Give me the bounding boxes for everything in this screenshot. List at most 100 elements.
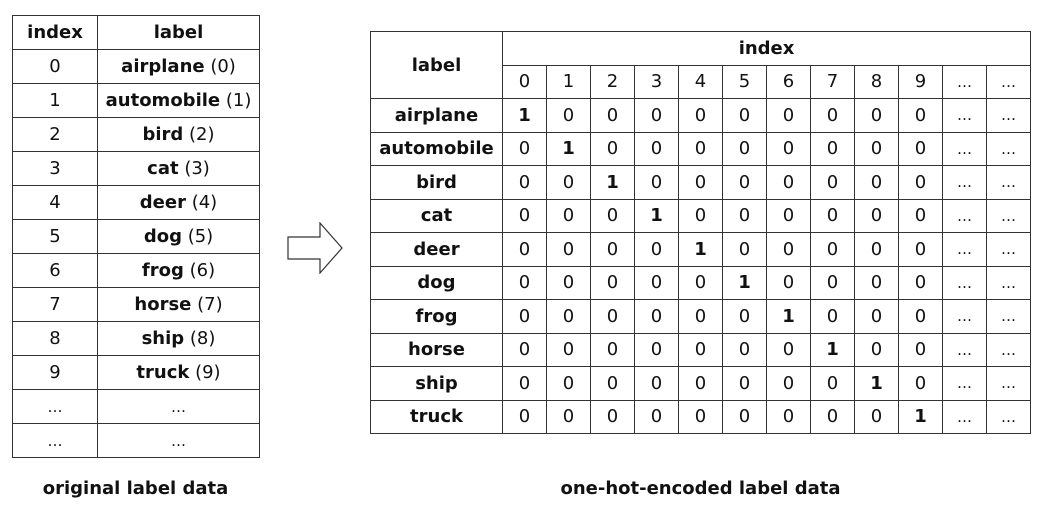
encoding-cell: …	[942, 232, 987, 267]
encoding-cell: 0	[810, 366, 855, 401]
encoding-cell: 0	[678, 165, 723, 200]
encoding-cell: 0	[810, 131, 855, 166]
index-cell: 9	[12, 355, 98, 390]
encoding-cell: …	[942, 98, 987, 133]
index-cell: 0	[12, 49, 98, 84]
encoding-cell: 0	[810, 232, 855, 267]
label-number: (6)	[189, 260, 216, 281]
encoding-cell: 0	[546, 265, 591, 300]
encoding-cell: 0	[766, 98, 811, 133]
index-number-cell: 9	[898, 64, 943, 99]
encoding-cell: 0	[590, 399, 635, 434]
label-cell: bird (2)	[97, 117, 260, 152]
encoding-cell: …	[942, 198, 987, 233]
encoding-cell: 0	[546, 332, 591, 367]
index-cell: 4	[12, 185, 98, 220]
index-number-cell: 5	[722, 64, 767, 99]
row-label-cell: dog	[370, 265, 503, 300]
label-name: bird	[142, 124, 184, 145]
index-cell: 6	[12, 253, 98, 288]
label-cell: …	[97, 423, 260, 458]
row-label-cell: deer	[370, 232, 503, 267]
encoding-cell: 0	[766, 165, 811, 200]
label-number: (4)	[191, 192, 218, 213]
row-label-cell: frog	[370, 299, 503, 334]
encoding-cell: 0	[634, 265, 679, 300]
label-number: (5)	[187, 226, 214, 247]
encoding-cell: 1	[634, 198, 679, 233]
encoding-cell: 0	[678, 131, 723, 166]
label-name: frog	[141, 260, 184, 281]
encoding-cell: 0	[898, 165, 943, 200]
one-hot-caption: one-hot-encoded label data	[560, 478, 841, 499]
encoding-cell: 1	[546, 131, 591, 166]
encoding-cell: 0	[634, 366, 679, 401]
encoding-cell: 0	[810, 299, 855, 334]
encoding-cell: 0	[766, 399, 811, 434]
encoding-cell: 0	[502, 232, 547, 267]
label-cell: deer (4)	[97, 185, 260, 220]
encoding-cell: …	[985, 131, 1032, 166]
label-cell: ship (8)	[97, 321, 260, 356]
encoding-cell: 0	[766, 366, 811, 401]
encoding-cell: 0	[854, 232, 899, 267]
encoding-cell: 0	[898, 299, 943, 334]
encoding-cell: …	[942, 165, 987, 200]
encoding-cell: …	[985, 299, 1032, 334]
encoding-cell: 0	[810, 98, 855, 133]
encoding-cell: …	[985, 98, 1032, 133]
index-number-cell: 0	[502, 64, 547, 99]
encoding-cell: …	[942, 131, 987, 166]
encoding-cell: 0	[634, 332, 679, 367]
encoding-cell: …	[942, 299, 987, 334]
index-number-cell: 7	[810, 64, 855, 99]
label-number: (7)	[197, 294, 223, 315]
encoding-cell: 0	[678, 198, 723, 233]
label-name: …	[171, 398, 186, 416]
encoding-cell: 0	[546, 399, 591, 434]
table-row: 6 frog (6)	[12, 253, 260, 288]
encoding-cell: …	[985, 399, 1032, 434]
label-name: horse	[134, 294, 192, 315]
index-header: index	[12, 15, 98, 50]
encoding-cell: 0	[678, 265, 723, 300]
row-label-cell: airplane	[370, 98, 503, 133]
encoding-cell: 0	[722, 299, 767, 334]
encoding-cell: 1	[678, 232, 723, 267]
encoding-cell: 1	[766, 299, 811, 334]
encoding-cell: 0	[634, 399, 679, 434]
encoding-cell: 1	[590, 165, 635, 200]
label-cell: …	[97, 389, 260, 424]
label-name: cat	[147, 158, 179, 179]
encoding-cell: 0	[722, 232, 767, 267]
row-label-cell: truck	[370, 399, 503, 434]
encoding-cell: 0	[546, 232, 591, 267]
encoding-cell: 0	[678, 98, 723, 133]
encoding-cell: 1	[502, 98, 547, 133]
encoding-cell: …	[942, 265, 987, 300]
encoding-cell: 0	[590, 131, 635, 166]
index-cell: 8	[12, 321, 98, 356]
encoding-cell: …	[985, 366, 1032, 401]
label-cell: dog (5)	[97, 219, 260, 254]
encoding-cell: 0	[634, 98, 679, 133]
encoding-cell: 0	[854, 332, 899, 367]
row-label-cell: ship	[370, 366, 503, 401]
index-number-cell: 8	[854, 64, 899, 99]
index-cell: …	[12, 389, 98, 424]
encoding-cell: 0	[502, 198, 547, 233]
table-row: ……	[12, 423, 260, 458]
index-number-cell: 6	[766, 64, 811, 99]
encoding-cell: 0	[502, 131, 547, 166]
encoding-cell: 0	[678, 332, 723, 367]
encoding-cell: 0	[810, 265, 855, 300]
